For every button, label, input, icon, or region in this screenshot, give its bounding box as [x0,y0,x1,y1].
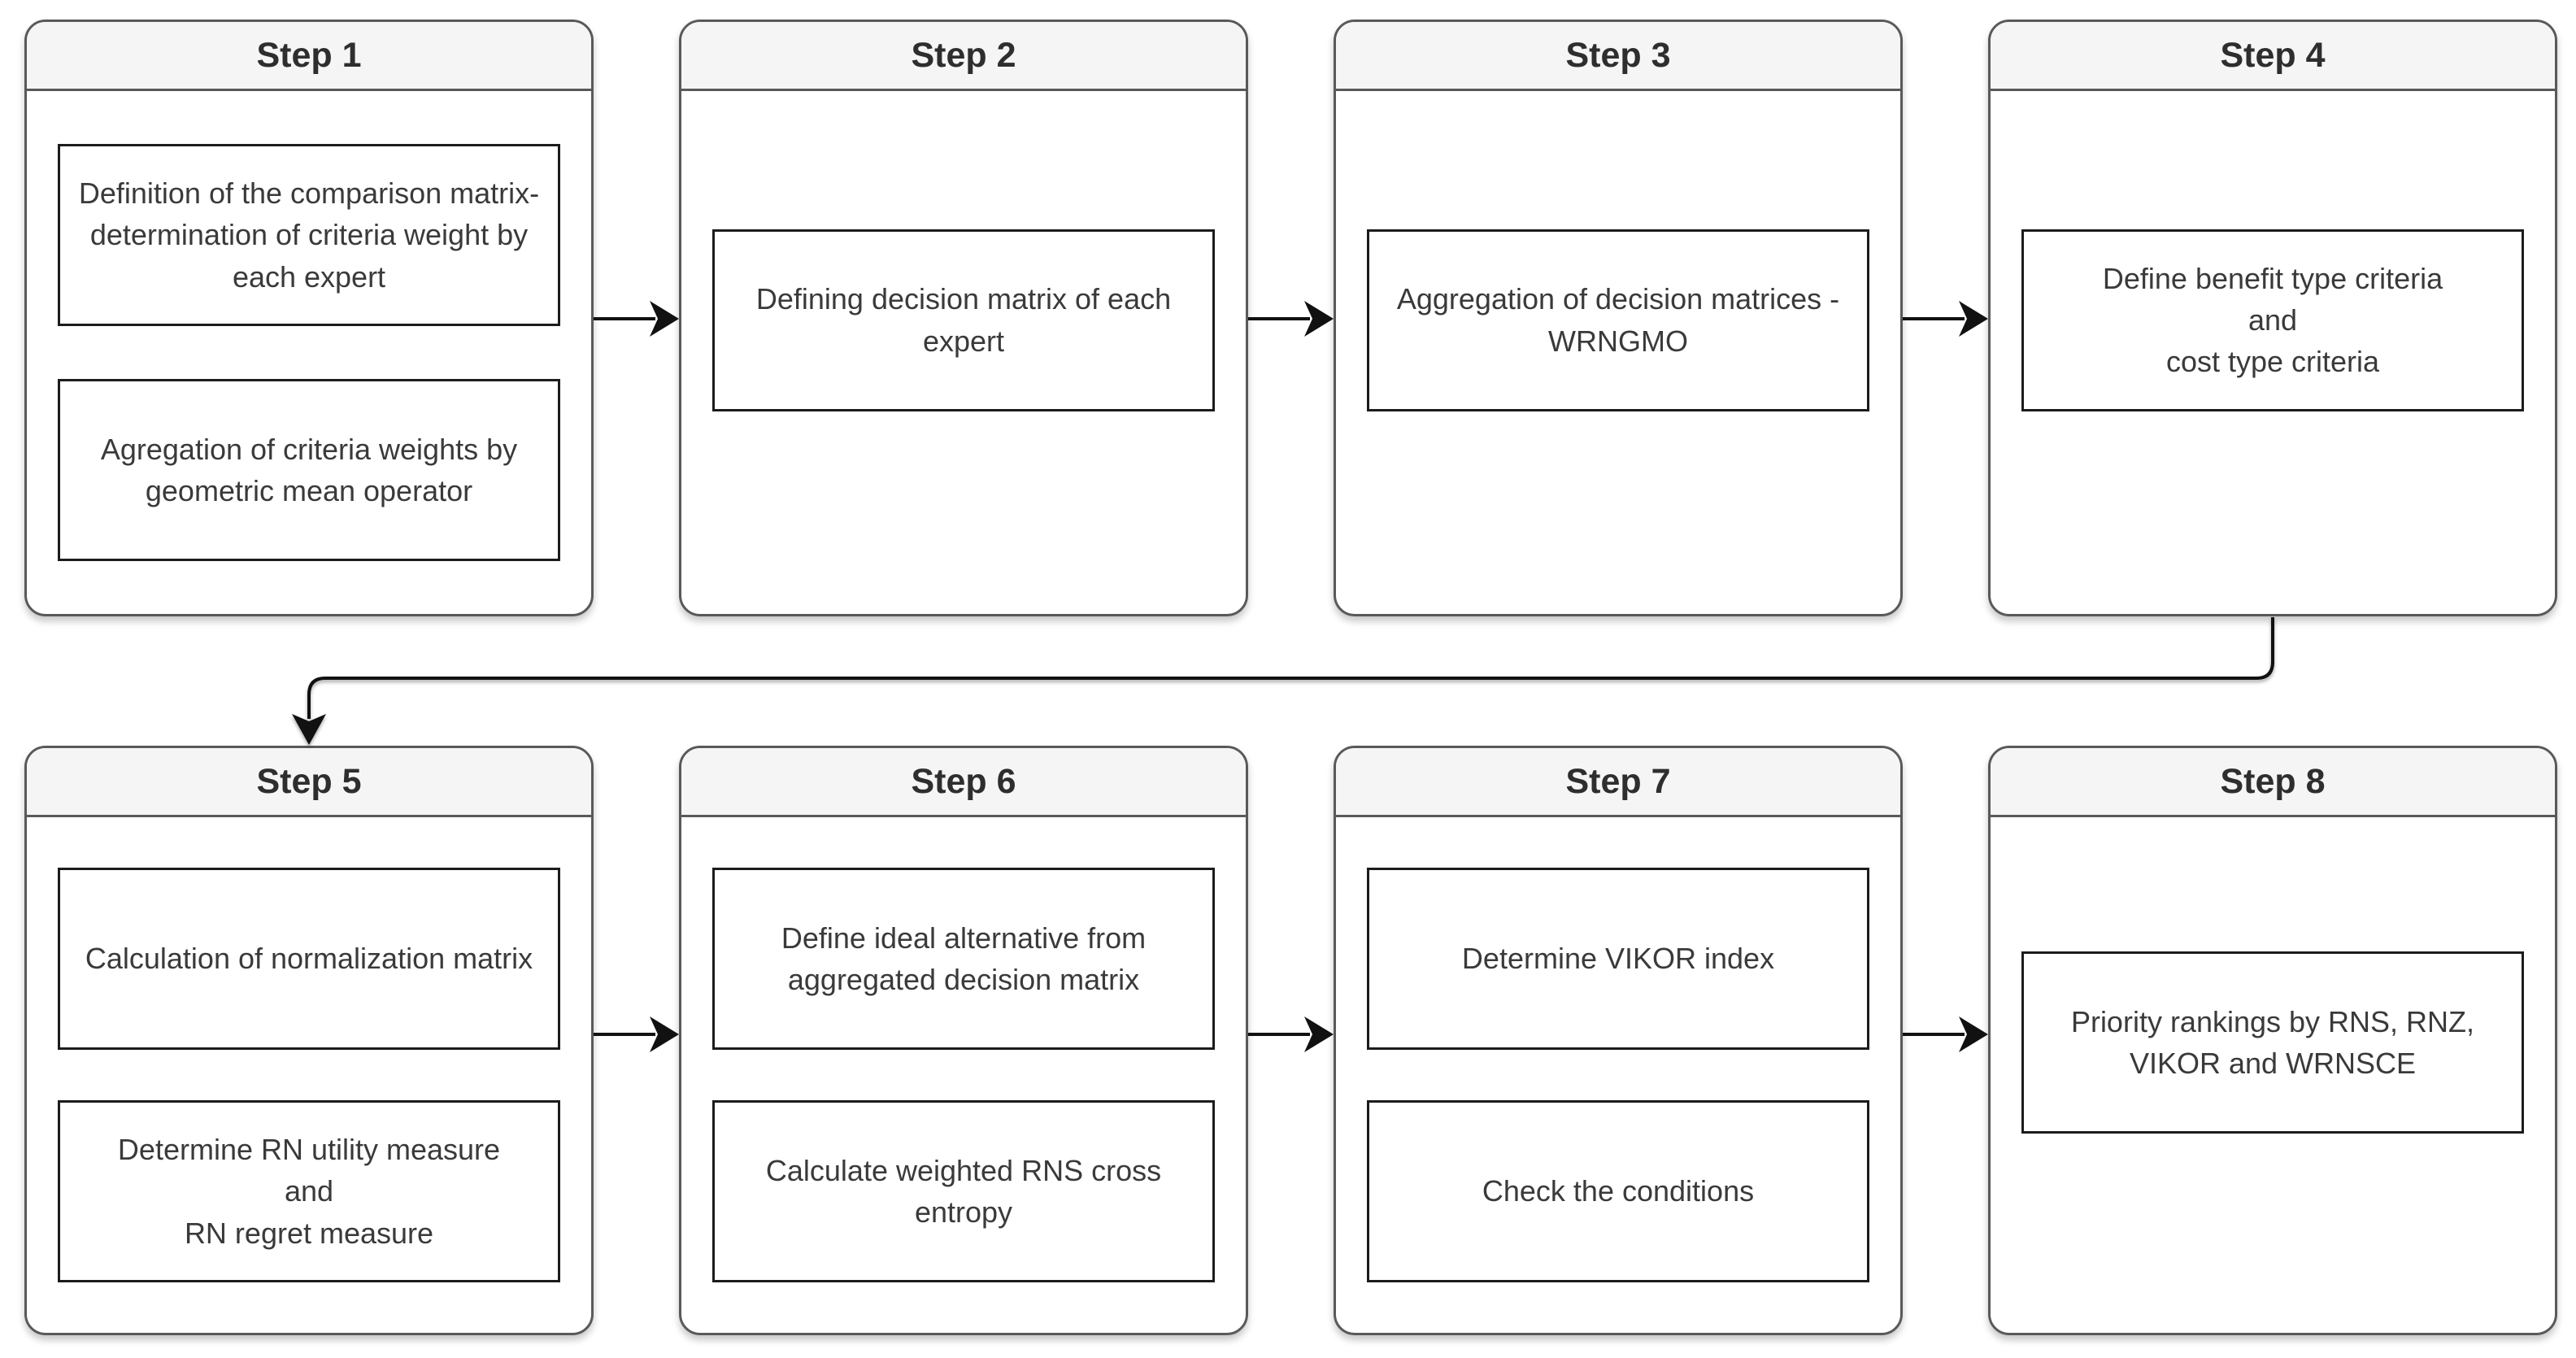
arrow-step7-to-step8-icon [1903,1016,1988,1052]
task-box: Calculation of normalization matrix [58,868,560,1050]
arrow-step2-to-step3-icon [1248,301,1334,337]
task-box-label: Definition of the comparison matrix-dete… [78,176,540,294]
step-3-title: Step 3 [1565,35,1671,75]
step-6-card: Step 6 Define ideal alternative from agg… [679,746,1248,1335]
step-6-header: Step 6 [681,748,1246,817]
task-box: Define benefit type criteria and cost ty… [2021,229,2524,411]
step-4-body: Define benefit type criteria and cost ty… [1991,91,2555,614]
arrow-step3-to-step4-icon [1903,301,1988,337]
task-box-label: Priority rankings by RNS, RNZ, VIKOR and… [2070,1004,2475,1080]
arrow-down-icon [292,714,326,745]
task-box-label: Determine VIKOR index [1461,942,1775,976]
task-box-label: Define benefit type criteria and cost ty… [2102,261,2443,379]
task-box-label: Determine RN utility measure and RN regr… [117,1133,501,1250]
task-box: Priority rankings by RNS, RNZ, VIKOR and… [2021,951,2524,1134]
task-box-label: Check the conditions [1482,1174,1755,1208]
task-box-label: Agregation of criteria weights by geomet… [100,432,518,507]
task-box-label: Calculate weighted RNS cross entropy [765,1153,1162,1229]
step-2-title: Step 2 [911,35,1016,75]
task-box-label: Aggregation of decision matrices - WRNGM… [1396,282,1840,358]
step-8-card: Step 8 Priority rankings by RNS, RNZ, VI… [1988,746,2557,1335]
step-8-header: Step 8 [1991,748,2555,817]
arrow-step1-to-step2-icon [594,301,679,337]
task-box: Determine RN utility measure and RN regr… [58,1100,560,1282]
step-2-header: Step 2 [681,22,1246,91]
step-3-card: Step 3 Aggregation of decision matrices … [1334,20,1903,616]
step-5-title: Step 5 [256,761,362,801]
step-5-header: Step 5 [27,748,591,817]
step-8-body: Priority rankings by RNS, RNZ, VIKOR and… [1991,817,2555,1333]
step-4-header: Step 4 [1991,22,2555,91]
task-box: Definition of the comparison matrix-dete… [58,144,560,326]
task-box-label: Define ideal alternative from aggregated… [781,921,1147,996]
step-8-title: Step 8 [2220,761,2326,801]
task-box: Define ideal alternative from aggregated… [712,868,1215,1050]
task-box: Agregation of criteria weights by geomet… [58,379,560,561]
step-3-header: Step 3 [1336,22,1900,91]
step-1-card: Step 1 Definition of the comparison matr… [24,20,594,616]
step-4-title: Step 4 [2220,35,2326,75]
step-1-header: Step 1 [27,22,591,91]
task-box-label: Calculation of normalization matrix [85,942,533,976]
step-7-header: Step 7 [1336,748,1900,817]
task-box: Calculate weighted RNS cross entropy [712,1100,1215,1282]
arrow-step5-to-step6-icon [594,1016,679,1052]
task-box: Defining decision matrix of each expert [712,229,1215,411]
step-4-card: Step 4 Define benefit type criteria and … [1988,20,2557,616]
step-7-body: Determine VIKOR index Check the conditio… [1336,817,1900,1333]
connector-step4-to-step5 [292,617,2274,745]
task-box: Aggregation of decision matrices - WRNGM… [1367,229,1869,411]
step-6-title: Step 6 [911,761,1016,801]
arrow-step6-to-step7-icon [1248,1016,1334,1052]
task-box: Check the conditions [1367,1100,1869,1282]
step-3-body: Aggregation of decision matrices - WRNGM… [1336,91,1900,614]
step-1-body: Definition of the comparison matrix-dete… [27,91,591,614]
task-box: Determine VIKOR index [1367,868,1869,1050]
step-6-body: Define ideal alternative from aggregated… [681,817,1246,1333]
task-box-label: Defining decision matrix of each expert [755,282,1172,358]
step-1-title: Step 1 [256,35,362,75]
step-2-card: Step 2 Defining decision matrix of each … [679,20,1248,616]
step-5-card: Step 5 Calculation of normalization matr… [24,746,594,1335]
step-5-body: Calculation of normalization matrix Dete… [27,817,591,1333]
step-7-title: Step 7 [1565,761,1671,801]
step-2-body: Defining decision matrix of each expert [681,91,1246,614]
step-7-card: Step 7 Determine VIKOR index Check the c… [1334,746,1903,1335]
